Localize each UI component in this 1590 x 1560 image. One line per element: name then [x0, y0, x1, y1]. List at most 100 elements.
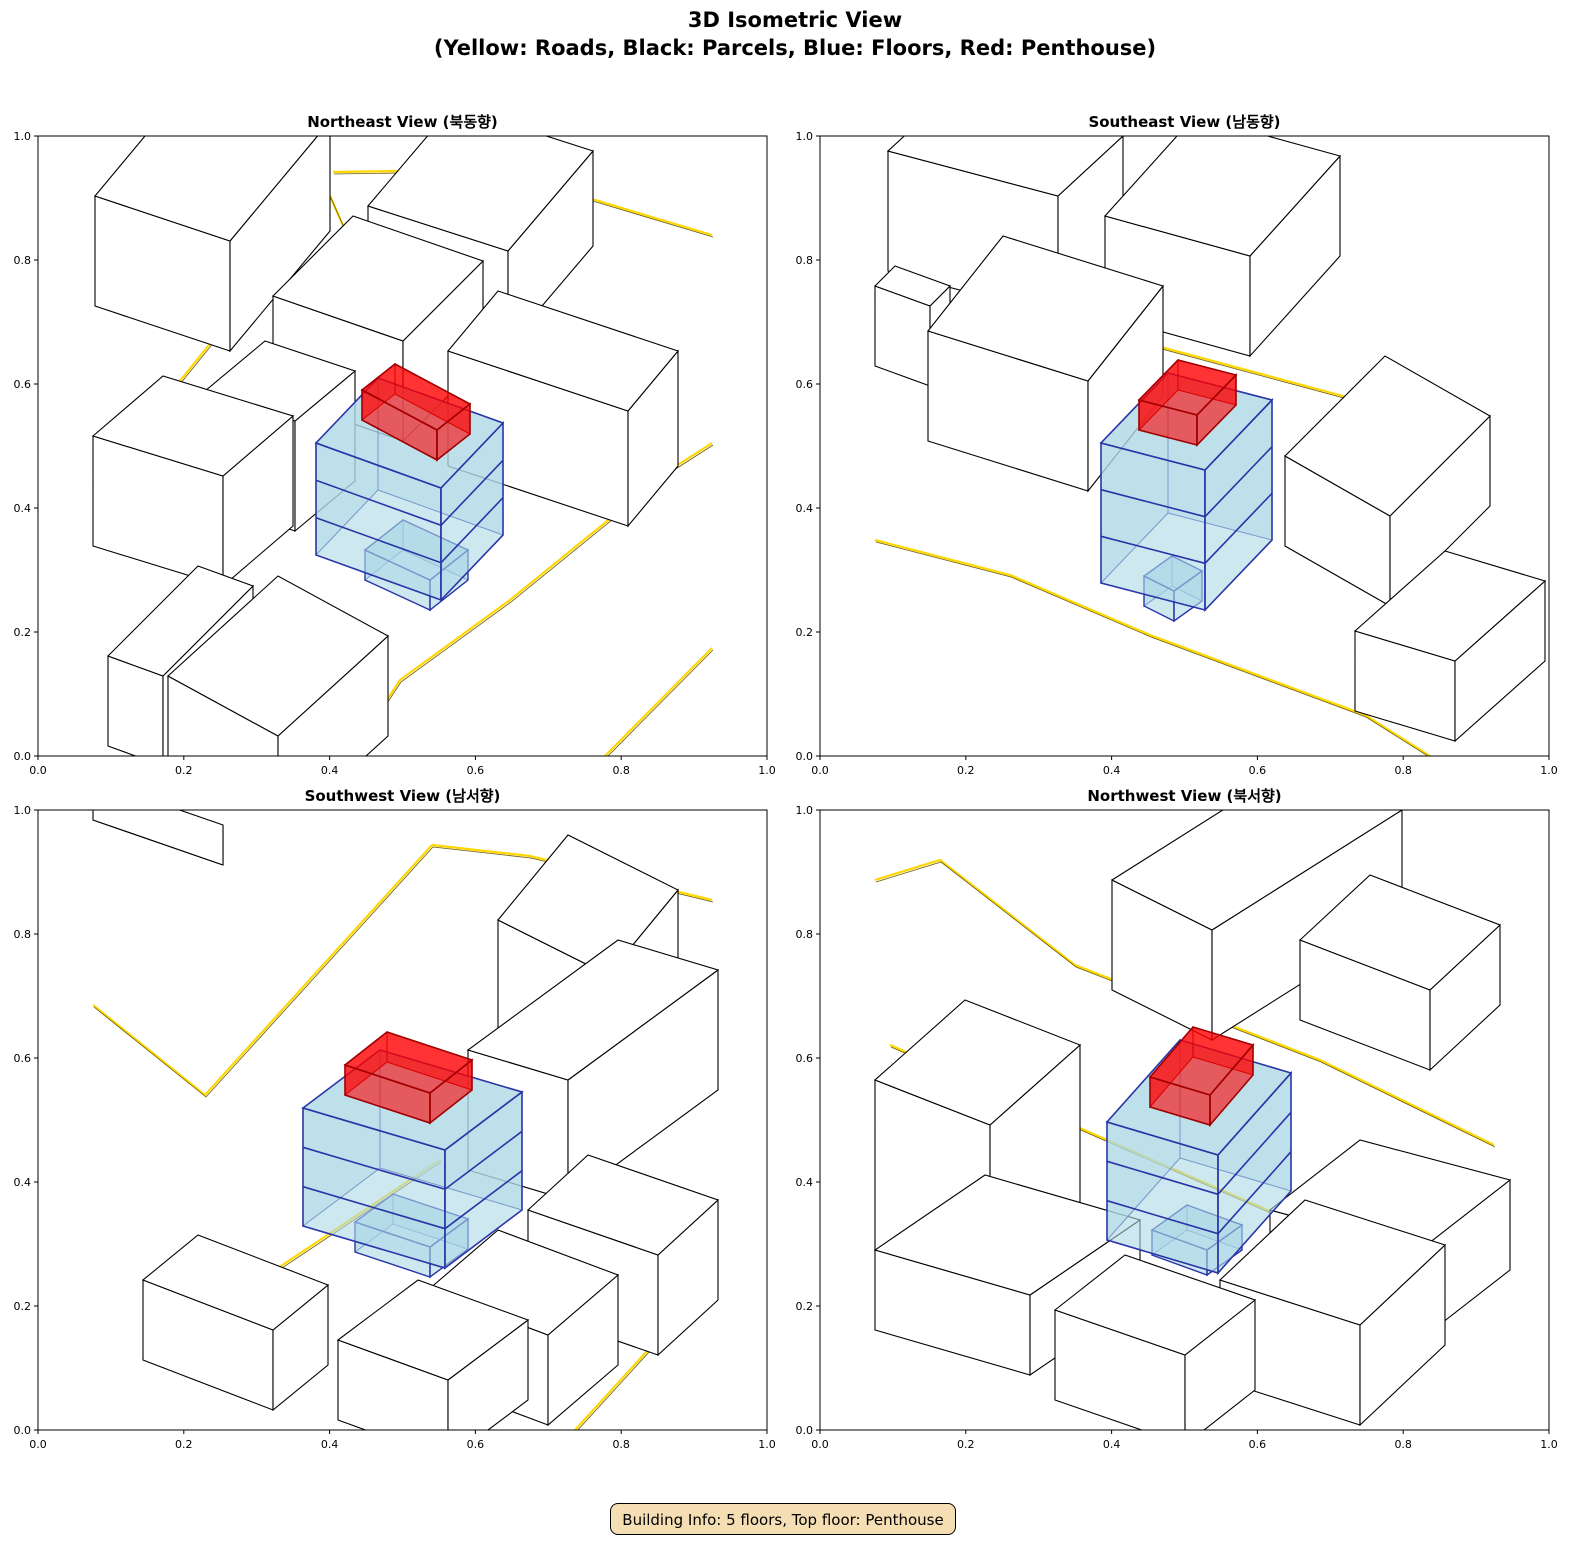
y-tick-label: 0.8 — [14, 254, 32, 267]
parcel-building-top-face — [1053, 1254, 1257, 1356]
parcel-building-top-face — [1110, 810, 1404, 931]
road-edge — [875, 861, 1496, 1148]
x-tick-label: 1.0 — [1540, 1438, 1558, 1451]
parcel-building-top-face — [1298, 874, 1502, 991]
penthouse-top-face — [1148, 1026, 1255, 1096]
parcel-building — [92, 810, 224, 866]
axes-frame — [819, 135, 1550, 757]
parcel-building-top-face — [107, 565, 254, 677]
subplot-title: Northwest View (북서향) — [1087, 787, 1281, 805]
y-tick-label: 0.6 — [796, 378, 814, 391]
y-tick-label: 0.0 — [796, 750, 814, 763]
figure-title-line1: 3D Isometric View — [687, 8, 903, 32]
scene — [91, 136, 714, 756]
floor-divider — [1106, 1111, 1292, 1196]
subplot-title: Southwest View (남서향) — [305, 787, 501, 805]
y-tick-label: 0.4 — [796, 502, 814, 515]
road-line — [604, 647, 713, 756]
parcel-building — [167, 575, 389, 756]
x-tick-label: 0.2 — [957, 764, 975, 777]
parcel-building — [1298, 874, 1502, 1072]
y-tick-label: 0.2 — [14, 1300, 32, 1313]
x-tick-label: 0.0 — [29, 764, 47, 777]
floor-divider — [302, 1130, 523, 1191]
parcel-building-top-face — [497, 834, 679, 976]
parcel-building — [91, 375, 295, 588]
parcel-building-top-face — [167, 575, 389, 737]
axes-frame — [37, 809, 768, 1431]
x-tick-label: 1.0 — [758, 1438, 776, 1451]
parcel-building-top-face — [873, 999, 1082, 1126]
y-tick-label: 0.8 — [796, 928, 814, 941]
penthouse — [360, 362, 472, 462]
y-tick-label: 0.0 — [796, 1424, 814, 1437]
floor-divider — [1106, 1151, 1292, 1235]
floor-divider — [315, 497, 504, 564]
y-tick-label: 1.0 — [796, 130, 814, 143]
road-line — [92, 844, 433, 1097]
y-tick-label: 0.4 — [14, 502, 32, 515]
floor-divider — [302, 1170, 523, 1230]
target-floors — [1099, 371, 1274, 612]
subplot-title: Southeast View (남동향) — [1088, 113, 1280, 131]
parcel-building-top-face — [886, 136, 1124, 197]
x-tick-label: 0.2 — [175, 1438, 193, 1451]
parcel-building-top-face — [466, 939, 720, 1081]
y-tick-label: 0.4 — [14, 1176, 32, 1189]
x-tick-label: 0.0 — [29, 1438, 47, 1451]
scene — [92, 810, 720, 1430]
subplot-1: Southeast View (남동향) 0.0 0.2 0.4 0.6 0.8 1.0 0.… — [796, 113, 1558, 777]
x-tick-label: 0.2 — [957, 1438, 975, 1451]
penthouse — [1148, 1025, 1255, 1128]
floor-divider — [1100, 492, 1273, 565]
scene — [874, 136, 1547, 756]
y-tick-label: 0.0 — [14, 1424, 32, 1437]
parcel-building — [447, 290, 679, 528]
penthouse — [343, 1030, 474, 1125]
floor-divider — [1100, 446, 1273, 518]
parcel-building-top-face — [367, 136, 594, 252]
y-tick-label: 0.2 — [14, 626, 32, 639]
x-tick-label: 0.0 — [811, 764, 829, 777]
parcel-building-top-face — [92, 810, 224, 866]
parcel-building-top-face — [271, 215, 485, 342]
y-tick-label: 0.8 — [14, 928, 32, 941]
y-tick-label: 0.2 — [796, 626, 814, 639]
x-tick-label: 1.0 — [1540, 764, 1558, 777]
x-tick-label: 0.8 — [612, 764, 630, 777]
x-tick-label: 0.4 — [321, 764, 339, 777]
road-edge — [875, 541, 1429, 756]
subplot-2: Southwest View (남서향) 0.0 0.2 0.4 0.6 0.8 1.0 0.… — [14, 787, 776, 1451]
y-tick-label: 0.6 — [14, 1052, 32, 1065]
scene — [873, 810, 1512, 1430]
y-tick-label: 0.0 — [14, 750, 32, 763]
subplot-3: Northwest View (북서향) 0.0 0.2 0.4 0.6 0.8 1.0 0.… — [796, 787, 1558, 1451]
y-tick-label: 0.8 — [796, 254, 814, 267]
penthouse-top-face — [360, 363, 472, 431]
x-tick-label: 0.6 — [1249, 764, 1267, 777]
parcel-building-top-face — [91, 375, 295, 477]
parcel-building — [1053, 1254, 1257, 1430]
y-tick-label: 0.6 — [14, 378, 32, 391]
axes-frame — [819, 809, 1550, 1431]
figure-title-line2: (Yellow: Roads, Black: Parcels, Blue: Fl… — [433, 36, 1157, 60]
x-tick-label: 0.4 — [1103, 1438, 1121, 1451]
x-tick-label: 0.6 — [1249, 1438, 1267, 1451]
road-line — [874, 538, 1431, 756]
penthouse — [1137, 358, 1238, 447]
parcel-building-top-face — [1353, 550, 1547, 662]
y-tick-label: 1.0 — [796, 804, 814, 817]
x-tick-label: 0.4 — [321, 1438, 339, 1451]
x-tick-label: 0.0 — [811, 1438, 829, 1451]
x-tick-label: 1.0 — [758, 764, 776, 777]
y-tick-label: 0.2 — [796, 1300, 814, 1313]
x-tick-label: 0.6 — [467, 764, 485, 777]
y-tick-label: 0.6 — [796, 1052, 814, 1065]
x-tick-label: 0.4 — [1103, 764, 1121, 777]
y-tick-label: 0.4 — [796, 1176, 814, 1189]
parcel-building-top-face — [336, 1279, 530, 1381]
x-tick-label: 0.8 — [1394, 1438, 1412, 1451]
x-tick-label: 0.2 — [175, 764, 193, 777]
road-line — [874, 858, 1495, 1146]
